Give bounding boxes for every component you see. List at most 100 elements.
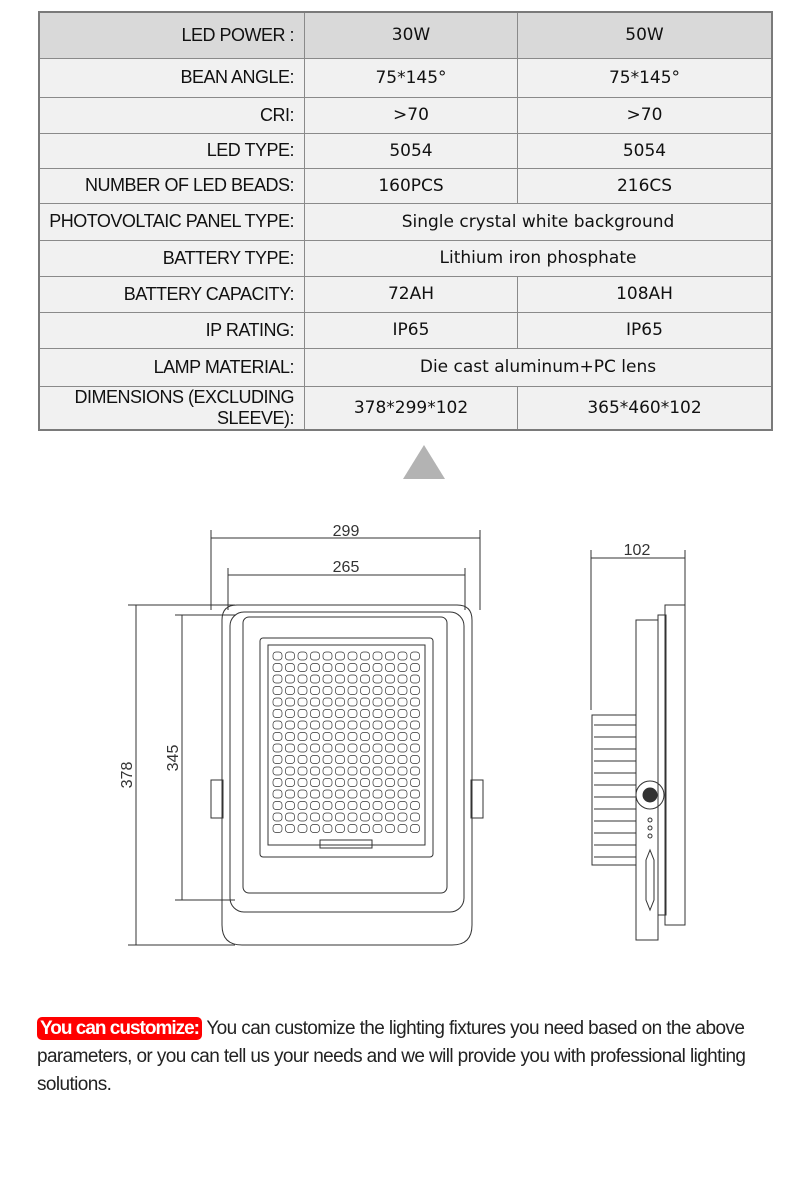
led-bead <box>285 732 295 741</box>
dimension-lines <box>128 530 686 946</box>
led-bead <box>397 663 408 672</box>
led-bead <box>322 812 333 822</box>
led-bead <box>285 686 295 695</box>
led-bead <box>272 743 283 753</box>
led-bead <box>410 697 420 707</box>
cell: IP65 <box>304 311 518 349</box>
table-row: CRI:>70>70 <box>38 96 773 134</box>
led-bead <box>335 801 345 810</box>
led-bead <box>322 651 333 661</box>
led-bead <box>397 732 408 741</box>
cell: >70 <box>304 96 518 134</box>
cell: 5054 <box>517 132 773 169</box>
table-row: BATTERY TYPE:Lithium iron phosphate <box>38 239 773 277</box>
led-bead <box>322 720 333 730</box>
led-bead <box>297 732 308 741</box>
cell: 160PCS <box>304 167 518 204</box>
cell: 75*145° <box>304 57 518 98</box>
led-bead <box>335 663 345 672</box>
led-bead <box>372 709 383 718</box>
cell: 30W <box>304 11 518 59</box>
led-bead <box>360 732 370 741</box>
led-bead <box>372 789 383 799</box>
led-bead <box>397 778 408 787</box>
led-bead <box>310 697 320 707</box>
led-bead <box>372 743 383 753</box>
cell: 72AH <box>304 275 518 313</box>
side-view <box>591 604 686 941</box>
led-bead <box>297 674 308 684</box>
row-label: BEAN ANGLE: <box>38 57 305 98</box>
led-bead <box>285 663 295 672</box>
led-bead <box>347 812 358 822</box>
led-bead <box>285 674 295 684</box>
led-bead <box>347 778 358 787</box>
dim-depth: 102 <box>624 542 651 559</box>
dim-width-outer: 299 <box>333 523 360 540</box>
led-bead <box>410 743 420 753</box>
led-bead <box>310 789 320 799</box>
row-label: BATTERY CAPACITY: <box>38 275 305 313</box>
led-bead <box>322 789 333 799</box>
led-bead <box>347 663 358 672</box>
led-bead <box>397 755 408 764</box>
led-bead <box>335 674 345 684</box>
led-bead <box>410 663 420 672</box>
led-bead <box>347 766 358 776</box>
led-bead <box>297 789 308 799</box>
cell: 5054 <box>304 132 518 169</box>
led-bead <box>372 824 383 833</box>
led-bead <box>360 651 370 661</box>
led-bead <box>372 686 383 695</box>
led-bead <box>360 766 370 776</box>
row-label: NUMBER OF LED BEADS: <box>38 167 305 204</box>
led-bead <box>360 824 370 833</box>
dim-height-inner: 345 <box>165 745 182 772</box>
led-bead <box>410 686 420 695</box>
led-bead <box>372 651 383 661</box>
led-bead <box>410 778 420 787</box>
led-bead <box>310 663 320 672</box>
led-bead <box>372 801 383 810</box>
led-bead <box>360 778 370 787</box>
row-label: LED POWER : <box>38 11 305 59</box>
led-bead <box>285 789 295 799</box>
led-bead <box>347 755 358 764</box>
led-bead <box>410 801 420 810</box>
led-bead <box>410 674 420 684</box>
led-bead <box>410 732 420 741</box>
led-bead <box>385 755 395 764</box>
led-bead <box>410 651 420 661</box>
led-bead <box>372 755 383 764</box>
customize-text: You can customize the lighting fixtures … <box>37 1018 746 1095</box>
led-bead <box>335 732 345 741</box>
led-bead <box>310 651 320 661</box>
led-bead <box>335 709 345 718</box>
led-bead <box>347 686 358 695</box>
led-bead <box>410 824 420 833</box>
led-bead <box>372 778 383 787</box>
led-bead <box>297 766 308 776</box>
triangle-divider-icon <box>403 445 445 479</box>
cell: >70 <box>517 96 773 134</box>
led-bead <box>385 651 395 661</box>
led-bead <box>297 709 308 718</box>
row-label: BATTERY TYPE: <box>38 239 305 277</box>
led-bead <box>385 778 395 787</box>
led-bead <box>360 686 370 695</box>
led-bead <box>372 663 383 672</box>
led-bead <box>272 709 283 718</box>
dim-height-outer: 378 <box>119 762 136 789</box>
cell: 75*145° <box>517 57 773 98</box>
led-bead <box>297 743 308 753</box>
led-bead <box>272 778 283 787</box>
led-bead <box>385 697 395 707</box>
led-bead <box>322 743 333 753</box>
led-bead <box>272 732 283 741</box>
led-bead <box>285 755 295 764</box>
led-bead <box>310 755 320 764</box>
led-bead <box>410 755 420 764</box>
led-bead <box>397 766 408 776</box>
